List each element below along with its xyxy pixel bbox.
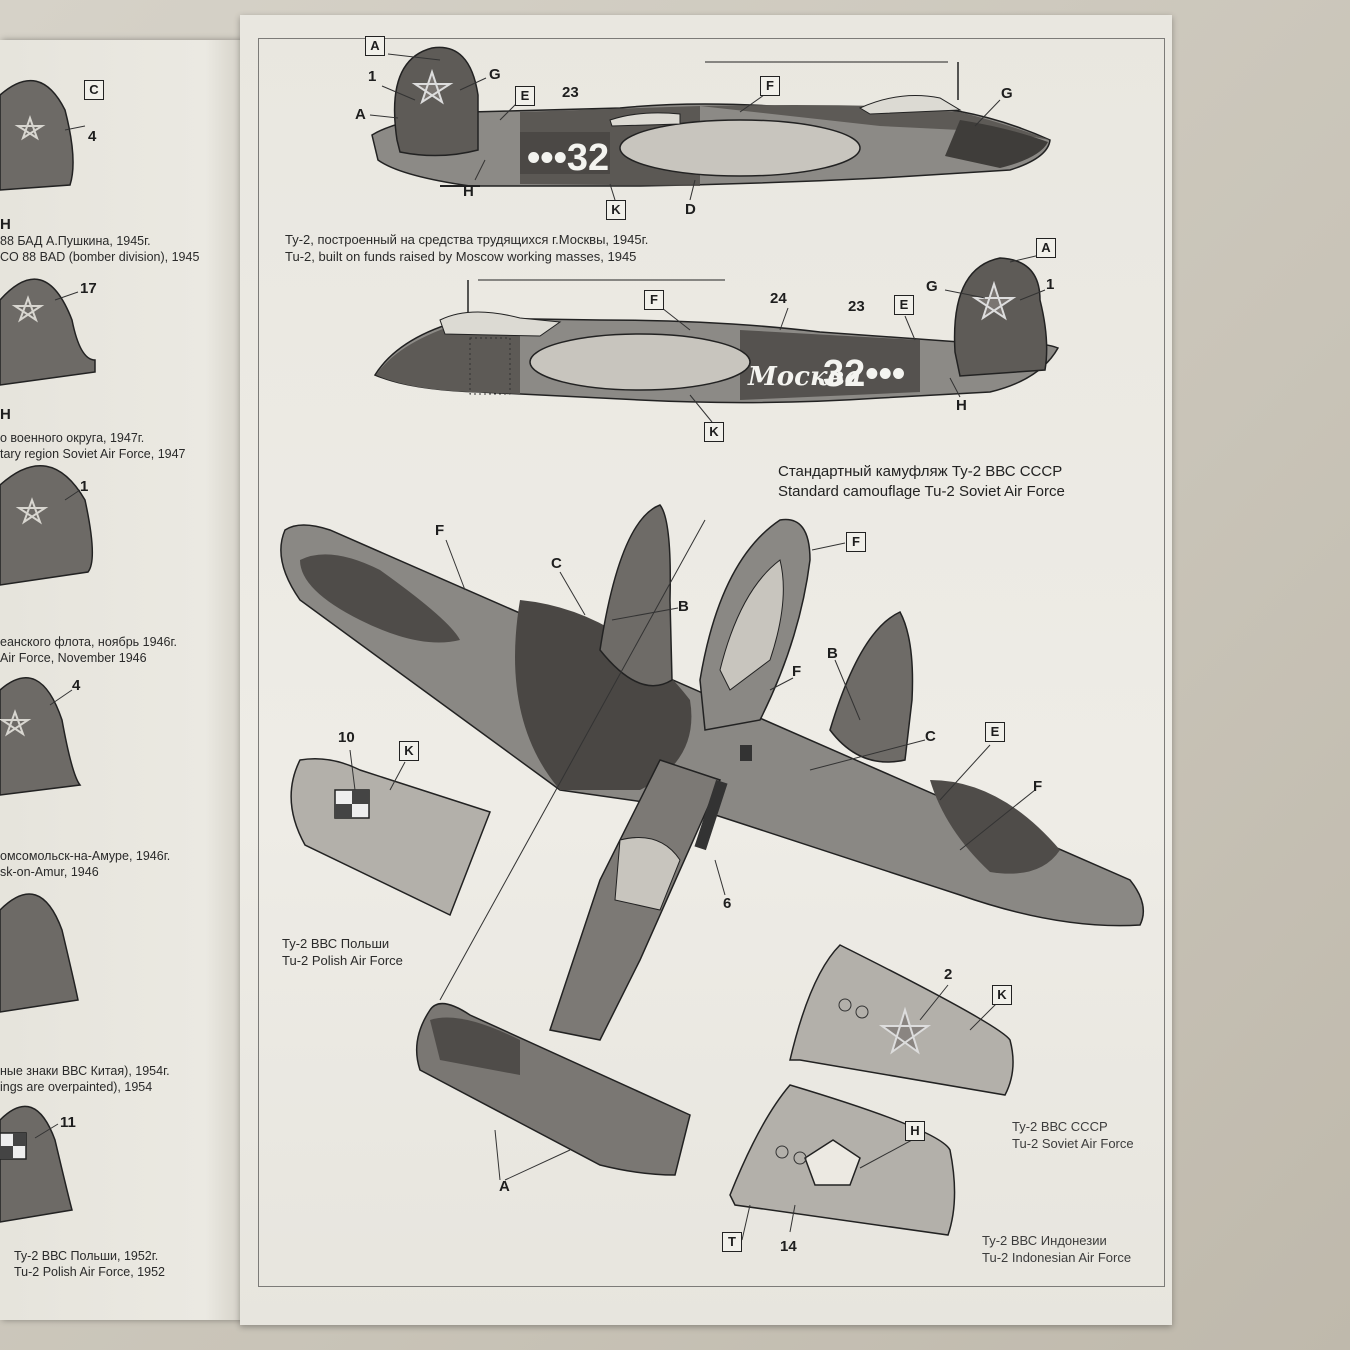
red-star-2-icon [11, 295, 45, 323]
top-label-g2: G [1001, 85, 1013, 102]
fin-ussr-caption: Ту-2 ВВС СССР Tu-2 Soviet Air Force [1012, 1118, 1134, 1152]
poland-label-10: 10 [338, 729, 355, 746]
red-star-icon-2 [971, 280, 1017, 321]
fin-drawing-5 [0, 893, 79, 1013]
top-profile-caption: Ту-2, построенный на средства трудящихся… [285, 231, 648, 265]
ussr-label-k-box: K [992, 985, 1012, 1005]
left-caption-4: омсомольск-на-Амуре, 1946г.sk-on-Amur, 1… [0, 849, 171, 879]
top-label-23: 23 [562, 84, 579, 101]
left-label-4: 4 [88, 128, 97, 145]
left-caption-6: Ту-2 ВВС Польши, 1952г.Tu-2 Polish Air F… [14, 1249, 165, 1279]
plan-label-e-box: E [985, 722, 1005, 742]
plan-label-c1: C [551, 555, 562, 572]
bottom-profile-aircraft: Москва 32••• [373, 257, 1060, 404]
indonesia-label-14: 14 [780, 1238, 797, 1255]
plan-label-a: A [499, 1178, 510, 1195]
fin-indonesia [729, 1084, 956, 1236]
fin-drawing-4 [0, 677, 82, 796]
indonesia-caption-ru: Ту-2 ВВС Индонезии [982, 1233, 1107, 1248]
fin-poland [290, 758, 491, 917]
left-caption-3: еанского флота, ноябрь 1946г.Air Force, … [0, 635, 177, 665]
bottom-label-a-box: A [1036, 238, 1056, 258]
left-page-fin-drawings [0, 79, 96, 1223]
bottom-label-24: 24 [770, 290, 787, 307]
left-caption-1: 88 БАД А.Пушкина, 1945г.CO 88 BAD (bombe… [0, 234, 200, 264]
poland-caption-en: Tu-2 Polish Air Force [282, 953, 403, 968]
plan-label-b2: B [827, 645, 838, 662]
plan-caption-ru: Стандартный камуфляж Ту-2 ВВС СССР [778, 463, 1063, 480]
plan-label-b1: B [678, 598, 689, 615]
plan-label-f2: F [792, 663, 802, 680]
fin-drawing-3 [0, 465, 94, 586]
svg-text:Москва: Москва [747, 362, 861, 392]
top-label-1: 1 [368, 68, 377, 85]
left-label-c: C [84, 80, 104, 100]
svg-text:•••32: •••32 [527, 137, 609, 179]
fin-poland-caption: Ту-2 ВВС Польши Tu-2 Polish Air Force [282, 935, 403, 969]
plan-view-aircraft [280, 504, 1145, 1176]
plan-label-f3: F [1033, 778, 1043, 795]
indonesia-label-t-box: T [722, 1232, 742, 1252]
left-label-17: 17 [80, 280, 97, 297]
top-label-a: A [355, 106, 366, 123]
ussr-label-2: 2 [944, 966, 953, 983]
bottom-label-23: 23 [848, 298, 865, 315]
pentagon-marking-icon [804, 1139, 861, 1186]
fin-indonesia-caption: Ту-2 ВВС Индонезии Tu-2 Indonesian Air F… [982, 1232, 1131, 1266]
svg-text:32•••: 32••• [823, 353, 905, 395]
top-label-e-box: E [515, 86, 535, 106]
top-label-a-box: A [365, 36, 385, 56]
red-star-3-icon [15, 497, 49, 525]
red-star-1-icon [14, 114, 46, 141]
bottom-label-g: G [926, 278, 938, 295]
indonesia-label-h-box: H [905, 1121, 925, 1141]
page-frame [258, 38, 1165, 1287]
top-caption-ru: Ту-2, построенный на средства трудящихся… [285, 232, 649, 247]
left-caption-5: ные знаки ВВС Китая), 1954г.ings are ove… [0, 1064, 170, 1094]
plan-label-f-box: F [846, 532, 866, 552]
poland-label-k-box: K [399, 741, 419, 761]
bottom-label-h: H [956, 397, 967, 414]
left-label-h1: H [0, 216, 11, 233]
left-label-1: 1 [80, 478, 89, 495]
top-label-k-box: K [606, 200, 626, 220]
left-caption-2: о военного округа, 1947г.tary region Sov… [0, 431, 186, 461]
top-label-d: D [685, 201, 696, 218]
left-page [0, 40, 242, 1320]
plan-label-c2: C [925, 728, 936, 745]
red-star-icon-3 [878, 1006, 932, 1055]
ussr-caption-en: Tu-2 Soviet Air Force [1012, 1136, 1134, 1151]
left-label-4b: 4 [72, 677, 81, 694]
poland-caption-ru: Ту-2 ВВС Польши [282, 936, 390, 951]
left-label-h2: H [0, 406, 11, 423]
indonesia-caption-en: Tu-2 Indonesian Air Force [982, 1250, 1132, 1265]
red-star-4-icon [0, 709, 32, 737]
plan-label-f1: F [435, 522, 445, 539]
top-profile-aircraft: •••32 [371, 46, 1051, 187]
plan-label-6: 6 [723, 895, 732, 912]
top-caption-en: Tu-2, built on funds raised by Moscow wo… [285, 249, 637, 264]
left-label-11: 11 [60, 1114, 76, 1131]
ussr-caption-ru: Ту-2 ВВС СССР [1012, 1119, 1108, 1134]
bottom-label-e-box: E [894, 295, 914, 315]
plan-view-caption: Стандартный камуфляж Ту-2 ВВС СССР Stand… [778, 462, 1065, 502]
bottom-label-f-box: F [644, 290, 664, 310]
plan-caption-en: Standard camouflage Tu-2 Soviet Air Forc… [778, 483, 1065, 500]
bottom-label-k-box: K [704, 422, 724, 442]
bottom-label-1: 1 [1046, 276, 1055, 293]
red-star-icon [411, 68, 454, 105]
top-label-h: H [463, 183, 474, 200]
fin-ussr [789, 944, 1014, 1096]
top-label-f-box: F [760, 76, 780, 96]
top-label-g: G [489, 66, 501, 83]
